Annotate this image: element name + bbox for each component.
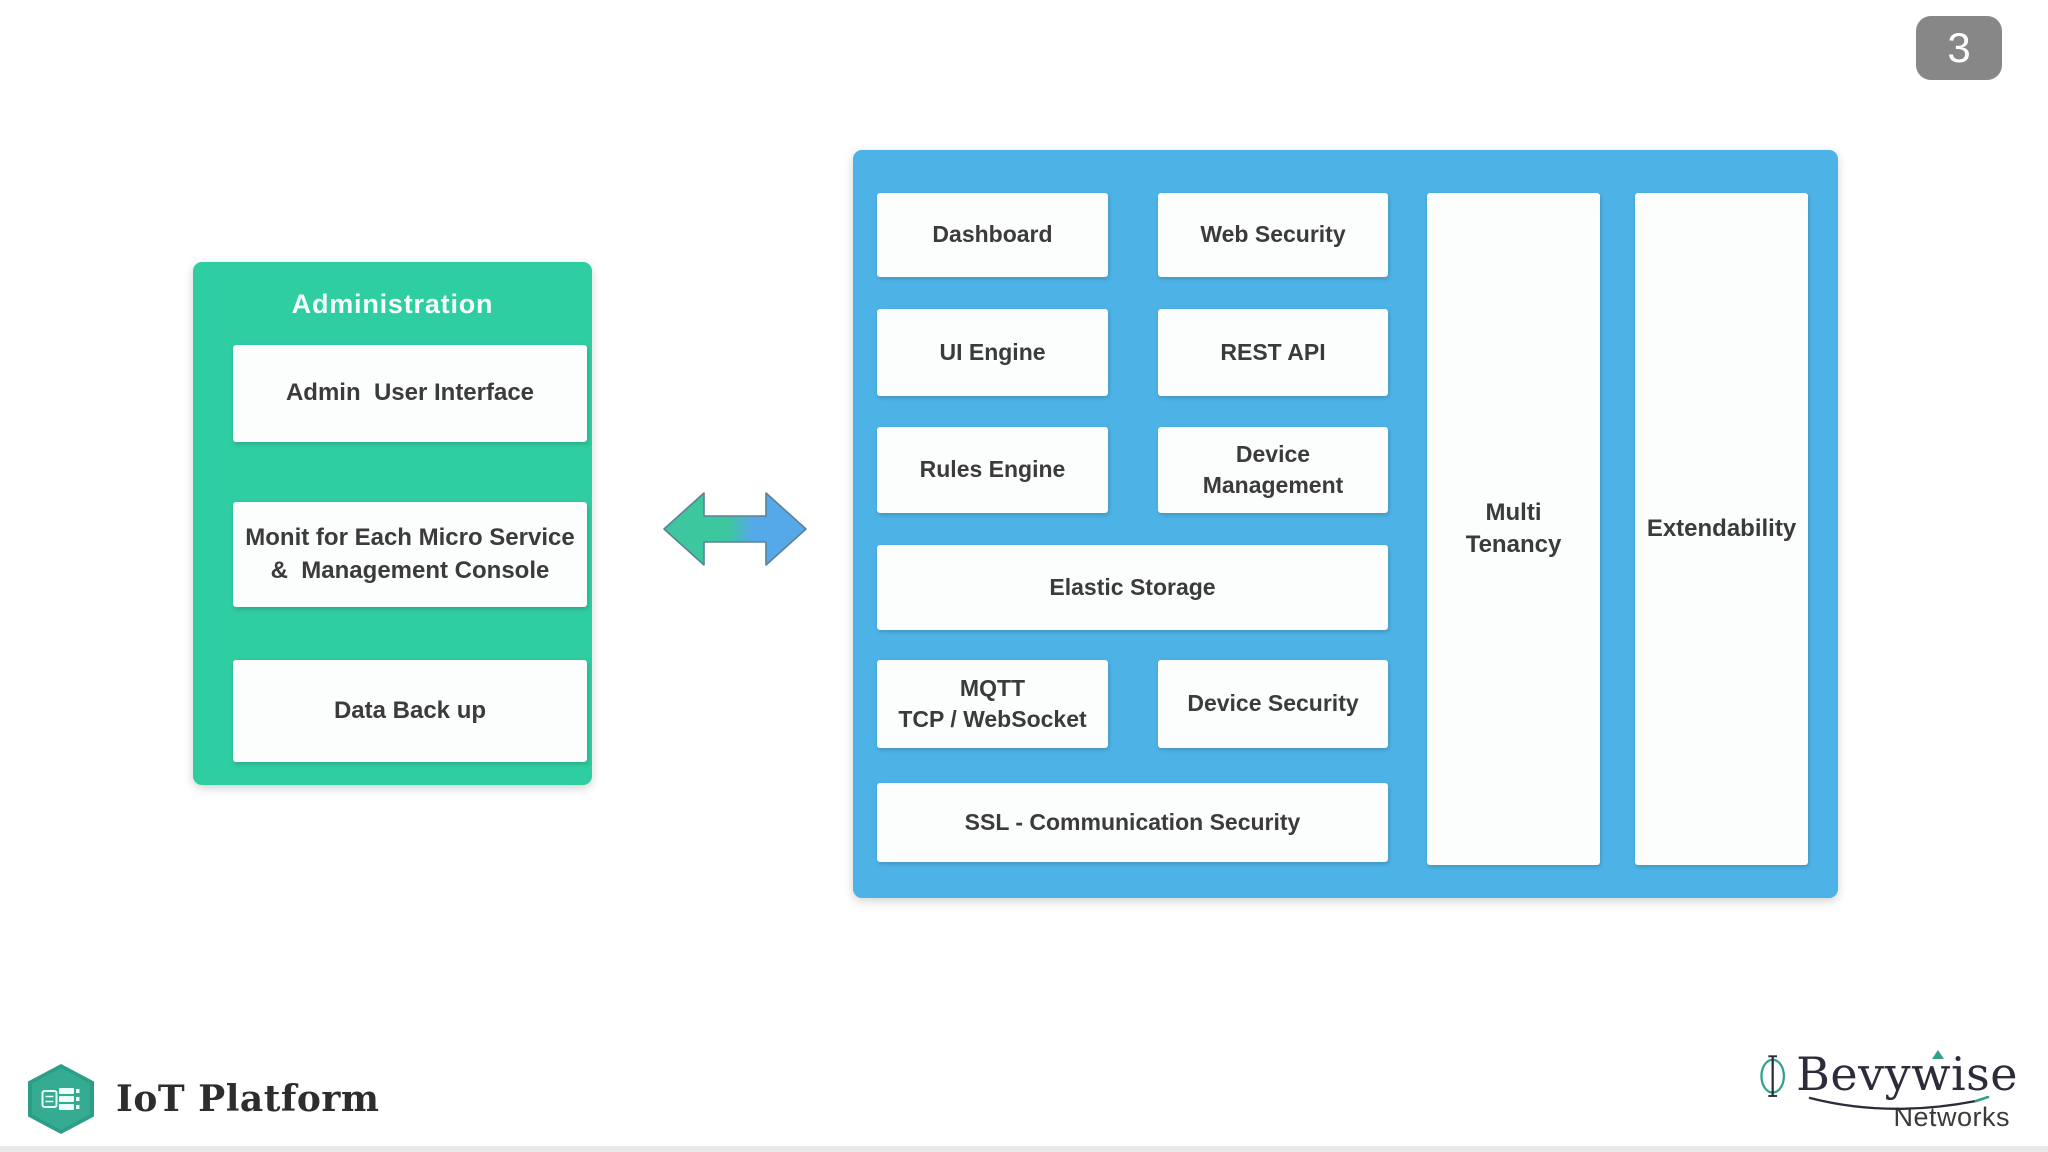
bevywise-mark-icon [1760,1055,1786,1097]
label-line: Elastic Storage [1049,573,1216,600]
administration-panel: Administration Admin User Interface Moni… [193,262,592,785]
label-line: Device Security [1187,690,1359,717]
label-line: Monit for Each Micro Service [245,524,575,552]
iot-platform-wordmark: IoT Platform [116,1078,380,1120]
bevywise-swoosh-icon [1808,1096,1990,1111]
platform-box-mqtt-tcp-websocket: MQTT TCP / WebSocket [877,660,1108,748]
label-line: Device [1235,440,1311,467]
label-line: Multi [1485,498,1542,526]
platform-panel: Dashboard Web Security UI Engine REST AP… [853,150,1838,898]
label-line: Rules Engine [919,456,1066,483]
platform-box-ui-engine: UI Engine [877,309,1108,396]
label-line: SSL - Communication Security [964,808,1301,835]
iot-platform-logo: IoT Platform [28,1064,379,1134]
platform-box-elastic-storage: Elastic Storage [877,545,1388,630]
label-line: REST API [1220,338,1326,365]
platform-pillar-extendability: Extendability [1635,193,1808,865]
bevywise-wordmark: Bevywise [1796,1047,2018,1101]
platform-box-device-management: Device Management [1158,427,1388,513]
label-line: Data Back up [333,696,487,724]
label-line: Web Security [1200,221,1346,248]
platform-box-ssl-communication-security: SSL - Communication Security [877,783,1388,862]
label-line: UI Engine [939,338,1046,365]
admin-box-data-back-up: Data Back up [233,660,587,762]
administration-title: Administration [291,289,494,319]
label-line: Extendability [1646,514,1797,542]
label-line: TCP / WebSocket [898,706,1087,732]
server-grid-icon [41,1088,80,1110]
bottom-edge-strip [0,1146,2048,1152]
label-line: Dashboard [932,221,1053,248]
admin-box-monit-management-console: Monit for Each Micro Service & Managemen… [233,502,587,607]
platform-box-dashboard: Dashboard [877,193,1108,277]
bidirectional-arrow-icon [663,492,807,566]
bevywise-logo: Bevywise Networks [1758,1050,2018,1133]
page-number-badge: 3 [1916,16,2002,80]
hexagon-server-icon [28,1064,94,1134]
label-line: Management [1202,472,1344,498]
admin-box-admin-user-interface: Admin User Interface [233,345,587,442]
platform-box-device-security: Device Security [1158,660,1388,748]
label-line: Admin User Interface [285,379,535,407]
label-line: & Management Console [270,556,550,584]
platform-box-rules-engine: Rules Engine [877,427,1108,513]
bevywise-i-accent-icon [1932,1050,1945,1059]
label-line: MQTT [959,674,1026,701]
platform-box-rest-api: REST API [1158,309,1388,396]
platform-pillar-multi-tenancy: Multi Tenancy [1427,193,1600,865]
platform-box-web-security: Web Security [1158,193,1388,277]
label-line: Tenancy [1465,531,1562,558]
